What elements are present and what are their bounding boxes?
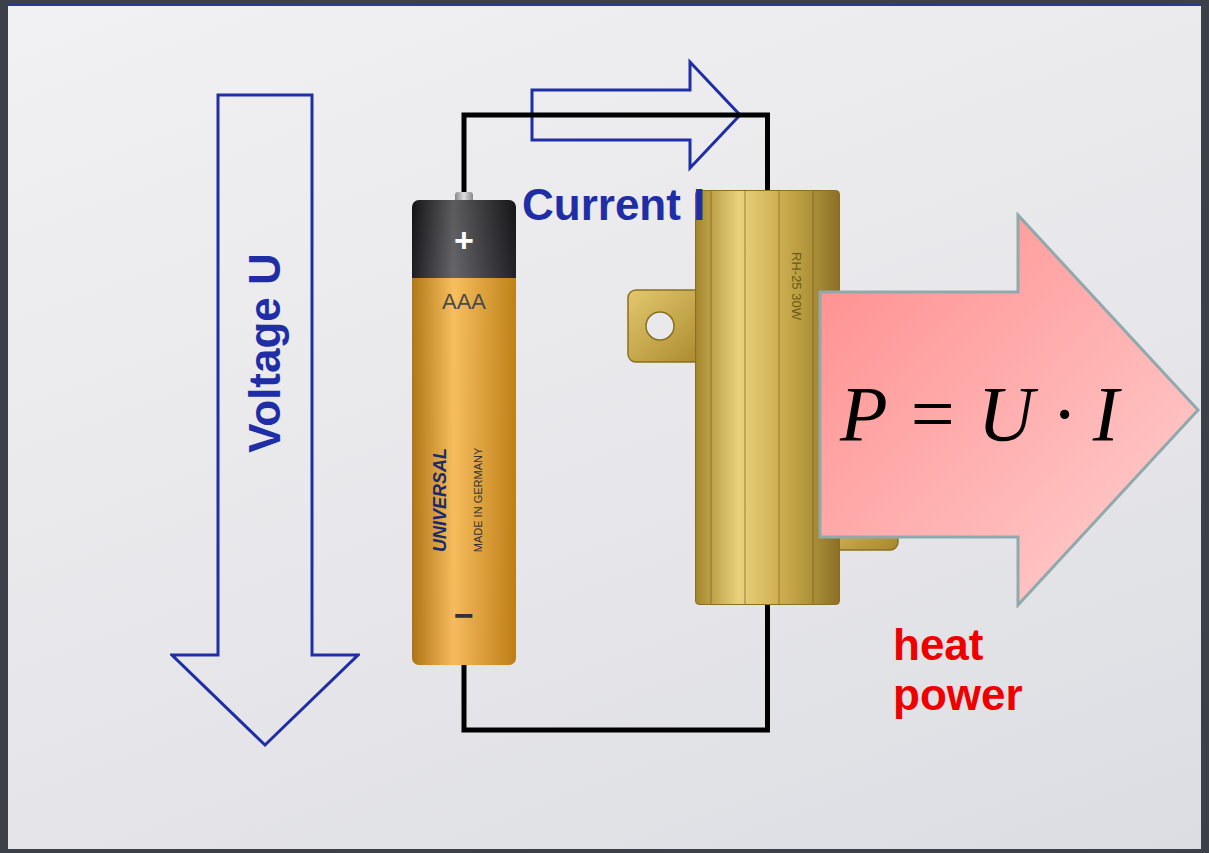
battery-plus: + bbox=[454, 221, 474, 260]
battery-brand: UNIVERSAL bbox=[430, 448, 451, 552]
tab-hole bbox=[646, 312, 674, 340]
arrow-shape bbox=[820, 215, 1198, 605]
battery-symbol: + AAA UNIVERSAL MADE IN GERMANY − bbox=[412, 200, 516, 665]
power-formula: P = U · I bbox=[840, 369, 1119, 459]
voltage-arrow: Voltage U bbox=[170, 93, 360, 748]
resistor-rib bbox=[744, 191, 746, 604]
resistor-rating: RH-25 30W bbox=[789, 252, 804, 320]
arrow-shape bbox=[172, 95, 358, 745]
battery-minus: − bbox=[454, 596, 474, 635]
heat-power-label: heat power bbox=[893, 620, 1058, 720]
battery-size: AAA bbox=[442, 289, 486, 315]
heat-arrow: P = U · I bbox=[818, 212, 1203, 608]
resistor-rib bbox=[710, 191, 712, 604]
resistor-symbol: RH-25 30W bbox=[695, 190, 840, 605]
resistor-rib bbox=[778, 191, 780, 604]
battery-terminal bbox=[455, 192, 473, 200]
battery-origin: MADE IN GERMANY bbox=[472, 448, 484, 553]
resistor-rib bbox=[812, 191, 814, 604]
voltage-label: Voltage U bbox=[240, 253, 290, 453]
current-label: Current I bbox=[522, 180, 705, 230]
